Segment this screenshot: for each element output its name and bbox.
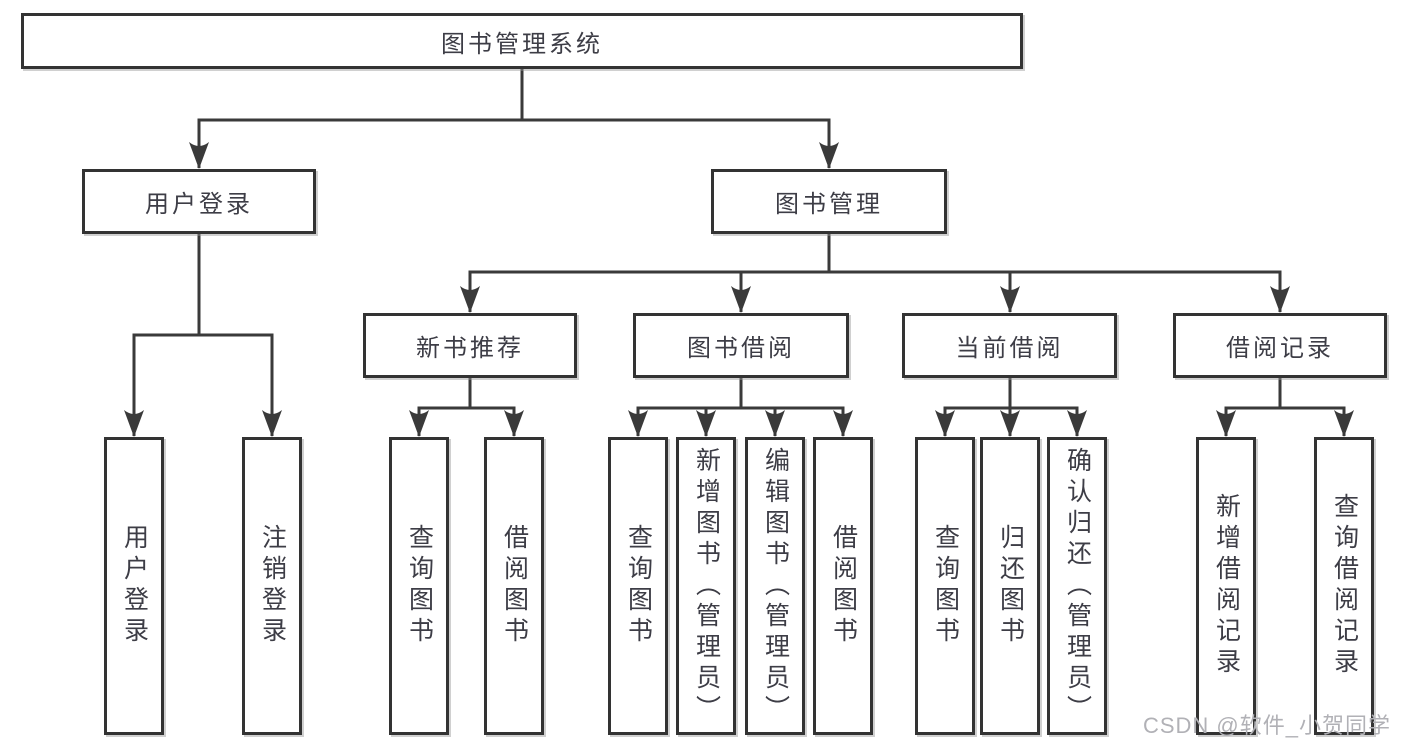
connector-user-login: [124, 234, 282, 437]
node-book-borrow-label: 图书借阅: [687, 335, 795, 362]
leaf-add-borrow-record: 新增借阅记录: [1196, 437, 1256, 735]
leaf-user-login: 用户登录: [104, 437, 164, 735]
node-user-login-label: 用户登录: [145, 191, 253, 218]
leaf-query-books-borrow-label: 查询图书: [624, 524, 653, 648]
leaf-return-books-label: 归还图书: [996, 524, 1025, 648]
leaf-query-books-borrow: 查询图书: [608, 437, 668, 735]
node-user-login: 用户登录: [82, 169, 316, 234]
leaf-borrow-books-recommend-label: 借阅图书: [500, 524, 529, 648]
leaf-query-books-current: 查询图书: [915, 437, 975, 735]
leaf-query-books-recommend: 查询图书: [389, 437, 449, 735]
node-borrow-records-label: 借阅记录: [1226, 335, 1334, 362]
node-current-borrow-label: 当前借阅: [955, 335, 1064, 362]
leaf-confirm-return-admin: 确认归还（管理员）: [1047, 437, 1107, 735]
leaf-user-login-label: 用户登录: [120, 524, 149, 648]
node-new-book-recommend: 新书推荐: [363, 313, 577, 378]
node-new-book-recommend-label: 新书推荐: [416, 335, 524, 362]
connector-root: [189, 69, 839, 169]
node-book-management: 图书管理: [711, 169, 947, 234]
leaf-logout-label: 注销登录: [258, 524, 287, 648]
connector-book-management: [460, 234, 1290, 313]
connector-current-borrow: [935, 378, 1087, 437]
leaf-add-borrow-record-label: 新增借阅记录: [1212, 493, 1241, 679]
leaf-confirm-return-admin-label: 确认归还（管理员）: [1063, 446, 1092, 726]
node-root: 图书管理系统: [21, 13, 1023, 69]
node-current-borrow: 当前借阅: [902, 313, 1117, 378]
leaf-query-borrow-record-label: 查询借阅记录: [1330, 493, 1359, 679]
node-book-borrow: 图书借阅: [633, 313, 849, 378]
connector-new-book-recommend: [409, 378, 524, 437]
leaf-borrow-books-recommend: 借阅图书: [484, 437, 544, 735]
node-root-label: 图书管理系统: [441, 30, 603, 58]
leaf-return-books: 归还图书: [980, 437, 1040, 735]
leaf-logout: 注销登录: [242, 437, 302, 735]
leaf-add-book-admin: 新增图书（管理员）: [676, 437, 736, 735]
leaf-query-books-current-label: 查询图书: [931, 524, 960, 648]
connector-book-borrow: [628, 378, 853, 437]
watermark-text: CSDN @软件_小贺同学: [1142, 713, 1391, 738]
leaf-query-books-recommend-label: 查询图书: [405, 524, 434, 648]
leaf-edit-book-admin-label: 编辑图书（管理员）: [761, 446, 790, 726]
node-book-management-label: 图书管理: [775, 191, 883, 218]
leaf-add-book-admin-label: 新增图书（管理员）: [692, 446, 721, 726]
leaf-borrow-books-label: 借阅图书: [829, 524, 858, 648]
node-borrow-records: 借阅记录: [1173, 313, 1387, 378]
connector-borrow-records: [1216, 378, 1354, 437]
leaf-borrow-books: 借阅图书: [813, 437, 873, 735]
leaf-edit-book-admin: 编辑图书（管理员）: [745, 437, 805, 735]
leaf-query-borrow-record: 查询借阅记录: [1314, 437, 1374, 735]
